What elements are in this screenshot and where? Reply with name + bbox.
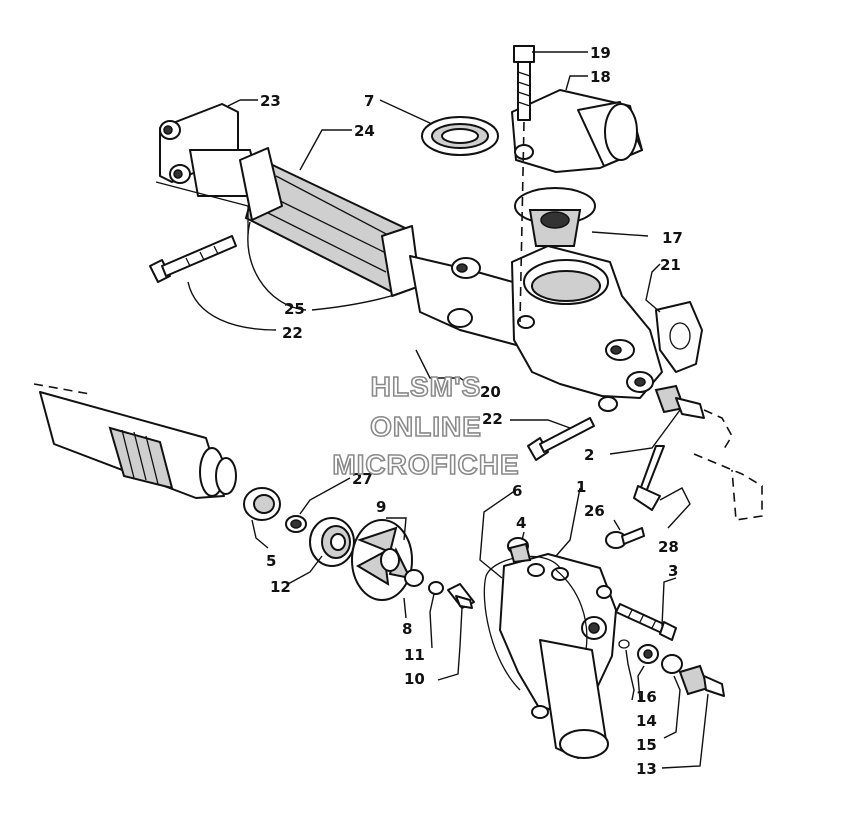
drain-plug [678, 664, 725, 697]
o-ring-14 [618, 639, 630, 649]
callout-22-upper: 22 [282, 324, 303, 342]
thermostat [514, 187, 596, 247]
impeller-seal [309, 517, 355, 567]
leader-lines [187, 51, 709, 769]
bearing [243, 487, 281, 521]
callout-15: 15 [636, 736, 657, 754]
alignment-line [155, 181, 249, 234]
callout-14: 14 [636, 712, 657, 730]
sensor-wire [693, 409, 763, 521]
bolt-19 [513, 45, 535, 121]
callout-25: 25 [284, 300, 305, 318]
watermark-line-3: MICROFICHE [332, 449, 519, 480]
callout-numbers: 19 18 7 23 24 17 21 25 22 20 22 2 27 6 1… [260, 44, 683, 778]
callout-22-lower: 22 [482, 410, 503, 428]
callout-28: 28 [658, 538, 679, 556]
seal-27-center [290, 519, 302, 529]
callout-20: 20 [480, 383, 501, 401]
callout-23: 23 [260, 92, 281, 110]
long-bolt-lower [527, 417, 595, 461]
callout-4: 4 [516, 514, 526, 532]
seal-ring [421, 116, 499, 156]
thermostat-housing [511, 245, 663, 412]
callout-2: 2 [584, 446, 594, 464]
callout-5: 5 [266, 552, 276, 570]
watermark-line-2: ONLINE [370, 411, 482, 442]
callout-12: 12 [270, 578, 291, 596]
gasket [655, 301, 703, 373]
washer-16-center [643, 649, 653, 659]
callout-21: 21 [660, 256, 681, 274]
callout-1: 1 [576, 478, 586, 496]
callout-9: 9 [376, 498, 386, 516]
screw-26 [605, 527, 645, 549]
impeller [351, 519, 413, 601]
callout-17: 17 [662, 229, 683, 247]
washer-11 [428, 581, 444, 595]
watermark: HLSM'S ONLINE MICROFICHE [332, 370, 520, 481]
callout-18: 18 [590, 68, 611, 86]
pump-shaft [33, 383, 237, 499]
callout-16: 16 [636, 688, 657, 706]
bolt-3 [615, 603, 677, 641]
fitting [654, 384, 705, 419]
gasket-hole [669, 322, 691, 350]
callout-26: 26 [584, 502, 605, 520]
callout-11: 11 [404, 646, 425, 664]
washer-15 [661, 654, 683, 674]
bolt-10 [447, 583, 475, 609]
callout-3: 3 [668, 562, 678, 580]
water-manifold-tube [159, 103, 521, 347]
callout-10: 10 [404, 670, 425, 688]
callout-6: 6 [512, 482, 522, 500]
dowel [507, 537, 532, 564]
callout-13: 13 [636, 760, 657, 778]
cable-tie [633, 445, 665, 511]
callout-27: 27 [352, 470, 373, 488]
callout-7: 7 [364, 92, 374, 110]
watermark-line-1: HLSM'S [371, 371, 482, 402]
callout-24: 24 [354, 122, 375, 140]
bolt-axis [519, 121, 525, 323]
callout-19: 19 [590, 44, 611, 62]
thermostat-cover [511, 89, 643, 173]
washer-8 [404, 569, 424, 587]
pump-cover [499, 553, 617, 759]
long-bolt-upper [149, 235, 237, 283]
callout-8: 8 [402, 620, 412, 638]
